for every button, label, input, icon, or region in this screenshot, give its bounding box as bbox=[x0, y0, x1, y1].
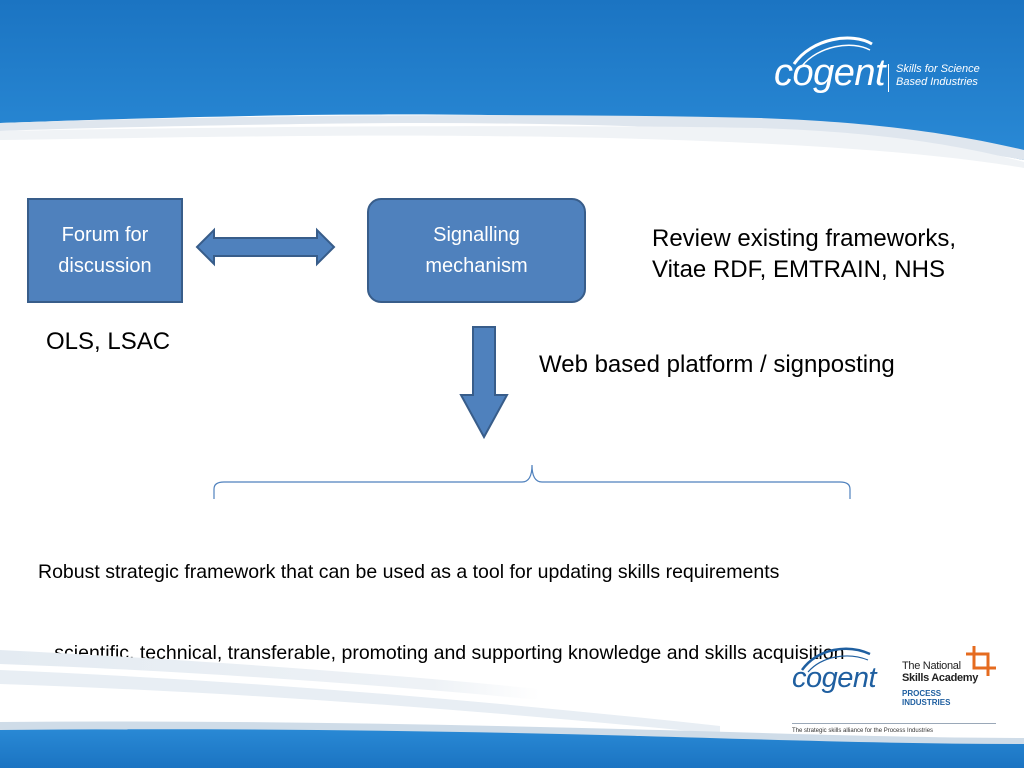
nsa-line1: The National bbox=[902, 660, 961, 672]
signalling-box-line2: mechanism bbox=[425, 254, 528, 277]
down-arrow-icon bbox=[459, 326, 509, 440]
footer-logo-wordmark: cogent bbox=[792, 662, 877, 694]
header-banner bbox=[0, 0, 1024, 168]
nsa-line4: INDUSTRIES bbox=[902, 698, 951, 707]
footer-tagline: The strategic skills alliance for the Pr… bbox=[792, 728, 934, 734]
footer-banner bbox=[0, 650, 1024, 768]
footer-logo-swoosh-icon bbox=[800, 647, 871, 673]
logo-tagline-line2: Based Industries bbox=[896, 76, 978, 88]
logo-wordmark: cogent bbox=[774, 52, 886, 94]
cogent-logo-footer: cogent bbox=[790, 640, 880, 710]
robust-line2: – scientific, technical, transferable, p… bbox=[38, 642, 845, 664]
web-platform-text: Web based platform / signposting bbox=[539, 351, 895, 378]
nsa-line2: Skills Academy bbox=[902, 672, 979, 684]
robust-line1: Robust strategic framework that can be u… bbox=[38, 561, 780, 583]
review-frameworks-text: Review existing frameworks, Vitae RDF, E… bbox=[652, 223, 956, 285]
logo-tagline-line1: Skills for Science bbox=[896, 63, 980, 75]
footer-divider bbox=[792, 723, 996, 724]
review-line2: Vitae RDF, EMTRAIN, NHS bbox=[652, 256, 945, 283]
logo-swoosh-icon bbox=[792, 36, 873, 67]
logo-tagline: Skills for Science Based Industries bbox=[896, 63, 996, 89]
logo-divider bbox=[888, 64, 889, 92]
double-arrow-icon bbox=[195, 227, 336, 267]
nsa-crop-mark-icon bbox=[966, 646, 996, 676]
nsa-line3: PROCESS bbox=[902, 689, 942, 698]
signalling-mechanism-box: Signalling mechanism bbox=[367, 198, 586, 303]
curly-brace-icon bbox=[213, 464, 851, 499]
signalling-box-line1: Signalling bbox=[433, 223, 520, 246]
cogent-logo-header: cogent Skills for Science Based Industri… bbox=[772, 30, 992, 102]
national-skills-academy-logo: The National Skills Academy PROCESS INDU… bbox=[902, 644, 1012, 714]
ols-lsac-label: OLS, LSAC bbox=[46, 328, 171, 355]
review-line1: Review existing frameworks, bbox=[652, 225, 957, 252]
robust-framework-text: Robust strategic framework that can be u… bbox=[38, 505, 844, 775]
forum-box-line2: discussion bbox=[58, 254, 152, 277]
forum-box-line1: Forum for bbox=[61, 223, 149, 246]
forum-for-discussion-box: Forum for discussion bbox=[27, 198, 183, 303]
